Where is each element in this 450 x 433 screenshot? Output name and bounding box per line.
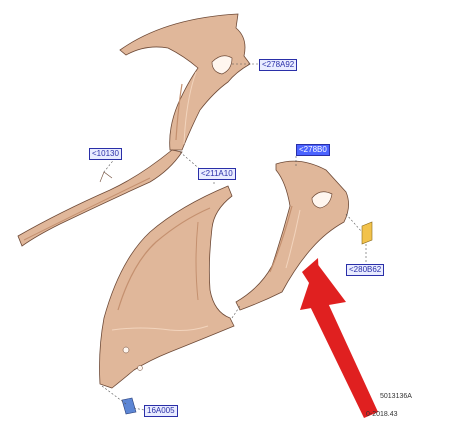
callout-278b[interactable]: <278B0 [296, 144, 330, 156]
callout-10130[interactable]: <10130 [89, 148, 122, 160]
callout-16a005[interactable]: 16A005 [144, 405, 178, 417]
callout-211a10[interactable]: <211A10 [198, 168, 236, 180]
drawing-number: 5013136A [380, 393, 412, 400]
rocker-sill-panel [17, 149, 183, 247]
drawing-date: 0-2018.43 [366, 411, 398, 418]
blue-plug-part [121, 397, 137, 415]
callout-278a92[interactable]: <278A92 [259, 59, 298, 71]
yellow-clip-part [361, 221, 373, 245]
callout-280b62[interactable]: <280B62 [346, 264, 385, 276]
rear-quarter-outer-panel [235, 160, 349, 311]
body-side-front-frame [99, 185, 235, 389]
rear-quarter-upper-panel [119, 13, 251, 151]
red-arrow-indicator [300, 258, 378, 418]
